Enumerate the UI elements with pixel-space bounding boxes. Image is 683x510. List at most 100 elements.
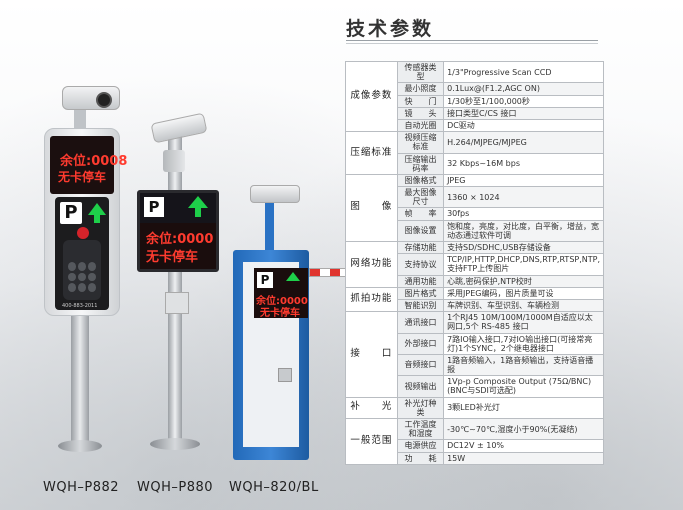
spec-label: 电源供应 (396, 439, 445, 453)
spec-label: 补光灯种类 (396, 396, 445, 420)
spec-value: H.264/MJPEG/MJPEG (443, 131, 604, 154)
speaker-grille (68, 262, 96, 292)
spec-label: 外部接口 (396, 332, 445, 355)
spec-label: 图像设置 (396, 219, 445, 243)
spec-value: 支持SD/SDHC,USB存储设备 (443, 240, 604, 255)
spec-label: 通用功能 (396, 274, 445, 288)
page-title: 技术参数 (346, 18, 435, 40)
spec-label: 传感器类型 (396, 60, 445, 84)
spec-value: 1路音频输入，1路音频输出，支持语音播报 (443, 353, 604, 377)
pole (168, 135, 182, 440)
spec-label: 最小照度 (396, 82, 445, 96)
spec-label: 图像格式 (396, 173, 445, 188)
pole-base (150, 438, 200, 450)
spec-value: 1个RJ45 10M/100M/1000M自适应以太网口,5个 RS-485 接… (443, 311, 604, 334)
pole (71, 300, 89, 450)
spec-value: 30fps (443, 207, 604, 221)
spec-label: 功 耗 (396, 451, 445, 465)
junction-box (165, 292, 189, 314)
camera-mount (163, 150, 185, 172)
spec-label: 最大图像尺寸 (396, 186, 445, 209)
parking-p-sign: P (257, 272, 273, 288)
spec-label: 帧 率 (396, 207, 445, 221)
spec-value: 心跳,密码保护,NTP校时 (443, 274, 604, 288)
spec-category: 图 像 (345, 173, 398, 243)
spec-label: 快 门 (396, 94, 445, 108)
camera-body (250, 185, 300, 203)
card-slot (278, 368, 292, 382)
led-line-status: 无卡停车 (260, 308, 300, 319)
title-divider (346, 40, 598, 41)
brand-logo-icon (77, 227, 89, 239)
led-line-spaces: 余位:0000 (256, 296, 308, 307)
spec-label: 自动光圈 (396, 118, 445, 133)
camera-arm (74, 110, 86, 130)
up-arrow-icon (188, 196, 208, 208)
spec-category: 成像参数 (345, 60, 398, 133)
spec-label: 压缩输出码率 (396, 152, 445, 175)
spec-label: 音频接口 (396, 353, 445, 377)
model-label-p882: WQH–P882 (43, 480, 120, 495)
spec-category: 补 光 (345, 396, 398, 420)
spec-value: 0.1Lux@(F1.2,AGC ON) (443, 82, 604, 96)
spec-category: 接 口 (345, 311, 398, 398)
led-line-status: 无卡停车 (58, 170, 107, 184)
spec-value: JPEG (443, 173, 604, 188)
spec-row: 通用功能心跳,密码保护,NTP校时 (346, 274, 604, 288)
spec-row: 一般范围工作温度和湿度-30℃~70℃,湿度小于90%(无凝结) (345, 417, 604, 465)
spec-label: 支持协议 (396, 253, 445, 276)
spec-value: 1360 × 1024 (443, 186, 604, 209)
spec-value: 车牌识别、车型识别、车辆检测 (443, 298, 604, 313)
spec-value: 1/30秒至1/100,000秒 (443, 94, 604, 108)
spec-value: DC12V ± 10% (443, 439, 604, 453)
spec-category: 网络功能 (345, 241, 398, 288)
spec-value: DC驱动 (443, 118, 604, 133)
up-arrow-icon (88, 203, 106, 215)
spec-label: 通讯接口 (396, 311, 445, 334)
spec-value: 1/3"Progressive Scan CCD (443, 60, 604, 84)
led-line-spaces: 余位:0008 (60, 154, 128, 169)
spec-value: 3颗LED补光灯 (443, 396, 604, 420)
spec-value: 接口类型C/CS 接口 (443, 106, 604, 120)
spec-label: 智能识别 (396, 298, 445, 313)
spec-value: TCP/IP,HTTP,DHCP,DNS,RTP,RTSP,NTP,支持FTP上… (443, 253, 604, 276)
spec-category: 一般范围 (345, 418, 398, 465)
spec-label: 视频压缩标准 (396, 131, 445, 154)
up-arrow-stem (195, 207, 201, 217)
spec-label: 工作温度和湿度 (396, 417, 445, 441)
spec-value: 饱和度，亮度，对比度，白平衡，增益，宽动态通过软件可调 (443, 219, 604, 243)
pole-base (58, 440, 102, 452)
spec-label: 视频输出 (396, 375, 445, 398)
spec-value: 1Vp-p Composite Output (75Ω/BNC)(BNC与SDI… (443, 375, 604, 398)
led-line-spaces: 余位:0000 (146, 232, 214, 247)
parking-p-sign: P (144, 197, 164, 217)
spec-row: 网络功能存储功能支持SD/SDHC,USB存储设备 (345, 240, 604, 288)
spec-row: 图像设置饱和度，亮度，对比度，白平衡，增益，宽动态通过软件可调 (346, 219, 604, 243)
led-screen (50, 136, 114, 194)
parking-p-sign: P (60, 202, 82, 224)
spec-value: 15W (443, 451, 604, 465)
spec-label: 存储功能 (396, 240, 445, 255)
spec-row: 智能识别车牌识别、车型识别、车辆检测 (346, 298, 604, 313)
spec-value: -30℃~70℃,湿度小于90%(无凝结) (443, 417, 604, 441)
spec-category: 压缩标准 (345, 131, 398, 175)
hotline-number: 400-883-2011 (62, 303, 98, 309)
up-arrow-icon (286, 272, 300, 281)
spec-value: 7路IO输入接口,7对IO输出接口(可接常亮灯)1个SYNC，2个继电器接口 (443, 332, 604, 355)
spec-category: 抓拍功能 (345, 286, 398, 313)
up-arrow-stem (94, 214, 100, 223)
spec-label: 图片格式 (396, 286, 445, 300)
